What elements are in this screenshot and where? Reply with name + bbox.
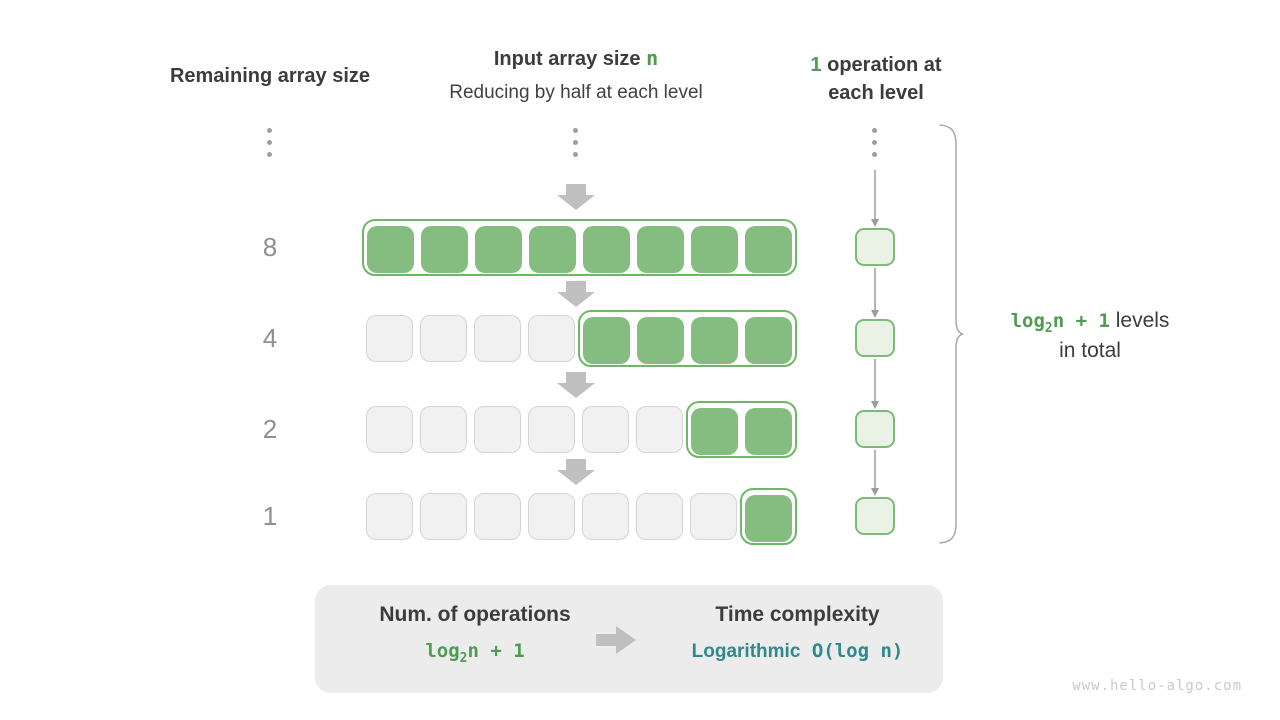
header-operation-line2: each level (828, 82, 924, 104)
curly-brace-icon (939, 124, 964, 544)
levels-total-line2: in total (1059, 339, 1121, 362)
array-cell-empty (528, 492, 575, 540)
levels-total-label: log2n + 1 levels in total (985, 306, 1195, 366)
header-input-line1: Input array size n (493, 46, 659, 70)
right-arrow-icon (596, 626, 638, 654)
num-operations-formula: log2n + 1 (425, 640, 525, 666)
vertical-ellipsis-icon (872, 128, 877, 164)
array-cell-filled (745, 225, 792, 273)
array-cell-empty (690, 492, 737, 540)
array-cell-filled (421, 225, 468, 273)
watermark: www.hello-algo.com (1072, 678, 1242, 694)
array-cell-filled (745, 316, 792, 364)
vertical-ellipsis-icon (573, 128, 578, 164)
header-input-array-size: Input array size n Reducing by half at e… (396, 46, 756, 104)
remaining-size-value: 8 (262, 232, 278, 262)
array-cell-empty (636, 405, 683, 453)
array-cell-filled (637, 225, 684, 273)
array-cell-filled (745, 407, 792, 455)
operation-box (855, 228, 895, 266)
time-complexity-value: Logarithmic O(log n) (691, 640, 904, 662)
time-complexity-title: Time complexity (715, 603, 880, 626)
active-subarray-outline (740, 487, 797, 545)
array-cell-filled (691, 407, 738, 455)
array-cell-empty (474, 314, 521, 362)
array-cell-filled (367, 225, 414, 273)
levels-total-line1: log2n + 1 levels (1010, 309, 1170, 336)
array-cell-empty (528, 314, 575, 362)
num-operations-title: Num. of operations (379, 603, 571, 626)
num-operations-block: Num. of operations log2n + 1 (330, 585, 620, 666)
array-cell-filled (583, 225, 630, 273)
header-operation-line1: 1 operation at (810, 54, 942, 76)
array-cell-empty (582, 492, 629, 540)
header-one-operation: 1 operation at each level (776, 51, 976, 107)
remaining-size-value: 2 (262, 414, 278, 444)
array-cell-empty (420, 314, 467, 362)
down-arrow-icon (557, 281, 595, 307)
operation-box (855, 497, 895, 535)
remaining-size-value: 1 (262, 501, 278, 531)
array-cell-filled (475, 225, 522, 273)
array-cell-filled (637, 316, 684, 364)
active-subarray-outline (686, 400, 797, 458)
summary-panel: Num. of operations log2n + 1 Time comple… (315, 585, 943, 693)
array-cell-filled (691, 225, 738, 273)
array-cell-empty (582, 405, 629, 453)
array-cell-empty (420, 492, 467, 540)
active-subarray-outline (362, 218, 797, 276)
array-cell-empty (474, 492, 521, 540)
array-cell-filled (529, 225, 576, 273)
array-cell-empty (528, 405, 575, 453)
array-cell-empty (366, 405, 413, 453)
array-cell-empty (420, 405, 467, 453)
array-cell-filled (691, 316, 738, 364)
down-arrow-icon (557, 372, 595, 398)
header-remaining-array-size: Remaining array size (169, 65, 371, 87)
remaining-size-value: 4 (262, 323, 278, 353)
array-cell-empty (366, 492, 413, 540)
array-cell-filled (745, 494, 792, 542)
active-subarray-outline (578, 309, 797, 367)
array-cell-empty (474, 405, 521, 453)
array-cell-empty (366, 314, 413, 362)
array-cell-empty (636, 492, 683, 540)
array-cell-filled (583, 316, 630, 364)
vertical-ellipsis-icon (267, 128, 272, 164)
operation-box (855, 410, 895, 448)
n-symbol: n (646, 46, 659, 70)
down-arrow-icon (557, 459, 595, 485)
operation-box (855, 319, 895, 357)
op-connector-arrows (871, 170, 879, 496)
down-arrow-icon (557, 184, 595, 210)
time-complexity-block: Time complexity Logarithmic O(log n) (660, 585, 935, 663)
header-input-line2: Reducing by half at each level (449, 82, 703, 103)
